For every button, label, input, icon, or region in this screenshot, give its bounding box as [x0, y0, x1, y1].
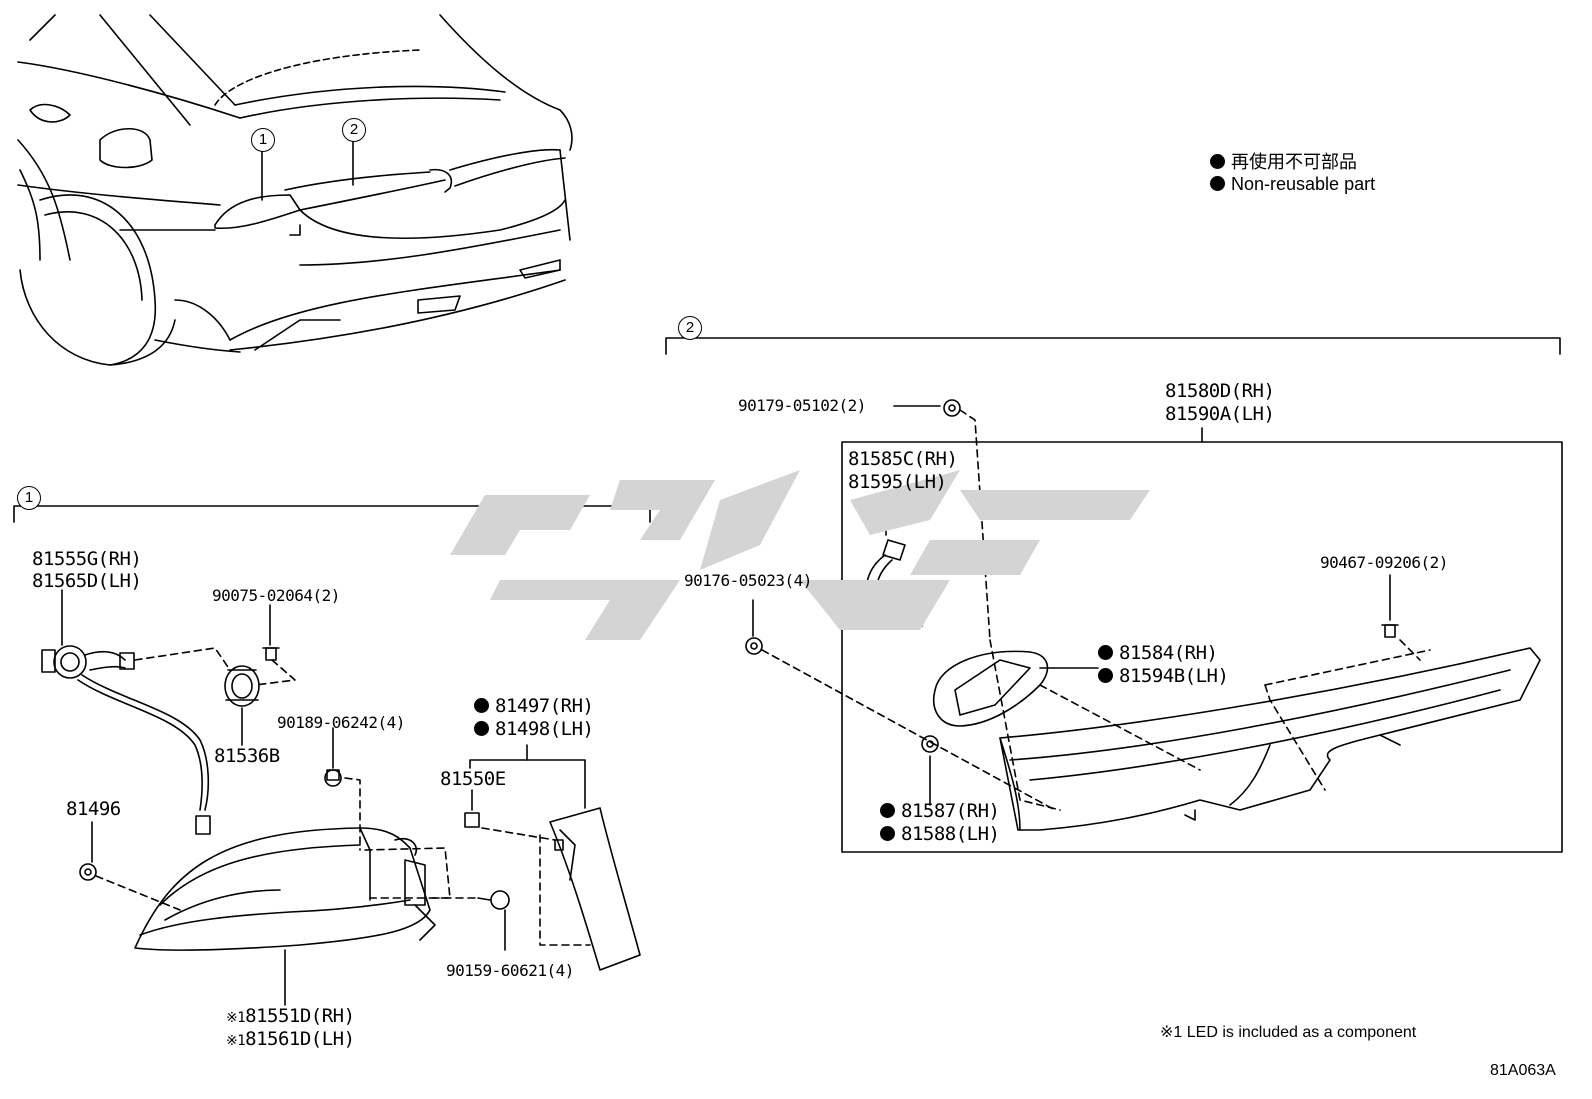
- part-label-90179: 90179-05102(2): [738, 396, 866, 415]
- screw-90467: [1381, 624, 1399, 638]
- clip-90189: [324, 769, 342, 787]
- led-socket: [224, 665, 260, 707]
- bullet-icon: [1098, 668, 1113, 683]
- part-label-81595: 81595(LH): [848, 471, 947, 493]
- part-label-81587: 81587(RH): [880, 800, 1000, 822]
- bullet-icon: [1098, 645, 1113, 660]
- nut-90176: [745, 637, 763, 655]
- legend-item-jp: 再使用不可部品: [1210, 148, 1357, 174]
- screw-90159: [477, 890, 510, 910]
- screw-90075: [262, 647, 280, 661]
- watermark-logo: [450, 470, 1150, 640]
- bullet-icon: [1210, 154, 1225, 169]
- part-label-81561d: ※181561D(LH): [226, 1028, 355, 1050]
- clip-81550e: [464, 812, 480, 828]
- vehicle-rear-illustration: [17, 14, 573, 366]
- part-label-81550e: 81550E: [440, 768, 506, 790]
- part-label-81585c: 81585C(RH): [848, 448, 958, 470]
- bullet-icon: [474, 721, 489, 736]
- rear-combination-lamp: [134, 827, 436, 951]
- part-label-90075: 90075-02064(2): [212, 586, 340, 605]
- nut-81587: [921, 735, 939, 753]
- part-label-90159: 90159-60621(4): [446, 961, 574, 980]
- part-label-90189: 90189-06242(4): [277, 713, 405, 732]
- footnote: ※1 LED is included as a component: [1160, 1024, 1417, 1041]
- bullet-icon: [1210, 176, 1225, 191]
- part-label-81536b: 81536B: [214, 745, 280, 767]
- part-label-81555g: 81555G(RH): [32, 548, 142, 570]
- part-label-81496: 81496: [66, 798, 121, 820]
- gasket-81584: [933, 650, 1049, 727]
- legend-item-en: Non-reusable part: [1210, 174, 1375, 195]
- part-label-81551d: ※181551D(RH): [226, 1005, 355, 1027]
- part-label-81584: 81584(RH): [1098, 642, 1218, 664]
- part-label-81588: 81588(LH): [880, 823, 1000, 845]
- part-label-81565d: 81565D(LH): [32, 570, 142, 592]
- callout-2-vehicle: 2: [342, 118, 366, 142]
- lamp-cover-81497: [549, 807, 641, 971]
- back-door-garnish-lamp: [999, 647, 1541, 831]
- socket-wire-harness: [41, 645, 211, 835]
- part-label-90176: 90176-05023(4): [684, 571, 812, 590]
- callout-1-vehicle: 1: [251, 128, 275, 152]
- nut-81496: [79, 863, 97, 881]
- callout-1-section: 1: [17, 486, 41, 510]
- callout-2-section: 2: [678, 316, 702, 340]
- bullet-icon: [880, 803, 895, 818]
- part-label-81594b: 81594B(LH): [1098, 665, 1229, 687]
- part-label-81590a: 81590A(LH): [1165, 403, 1275, 425]
- part-label-81497: 81497(RH): [474, 695, 594, 717]
- nut-90179: [943, 399, 961, 417]
- diagram-code: 81A063A: [1490, 1062, 1556, 1079]
- bullet-icon: [474, 698, 489, 713]
- part-label-81498: 81498(LH): [474, 718, 594, 740]
- part-label-81580d: 81580D(RH): [1165, 380, 1275, 402]
- part-label-90467: 90467-09206(2): [1320, 553, 1448, 572]
- bullet-icon: [880, 826, 895, 841]
